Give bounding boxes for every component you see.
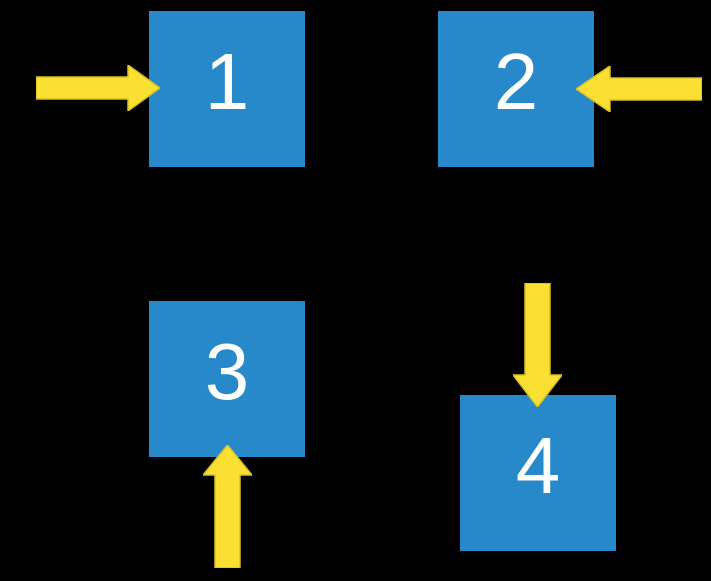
- arrow-down-icon: [513, 283, 562, 407]
- square-3-label: 3: [204, 327, 250, 416]
- square-1-label: 1: [204, 37, 250, 126]
- square-1[interactable]: 1: [149, 11, 305, 167]
- square-3[interactable]: 3: [149, 301, 305, 457]
- square-2-label: 2: [493, 37, 539, 126]
- arrow-left-icon: [576, 66, 702, 112]
- square-2[interactable]: 2: [438, 11, 594, 167]
- arrow-up-icon: [203, 445, 252, 568]
- square-4[interactable]: 4: [460, 395, 616, 551]
- arrow-right-icon: [36, 65, 160, 111]
- square-4-label: 4: [515, 421, 561, 510]
